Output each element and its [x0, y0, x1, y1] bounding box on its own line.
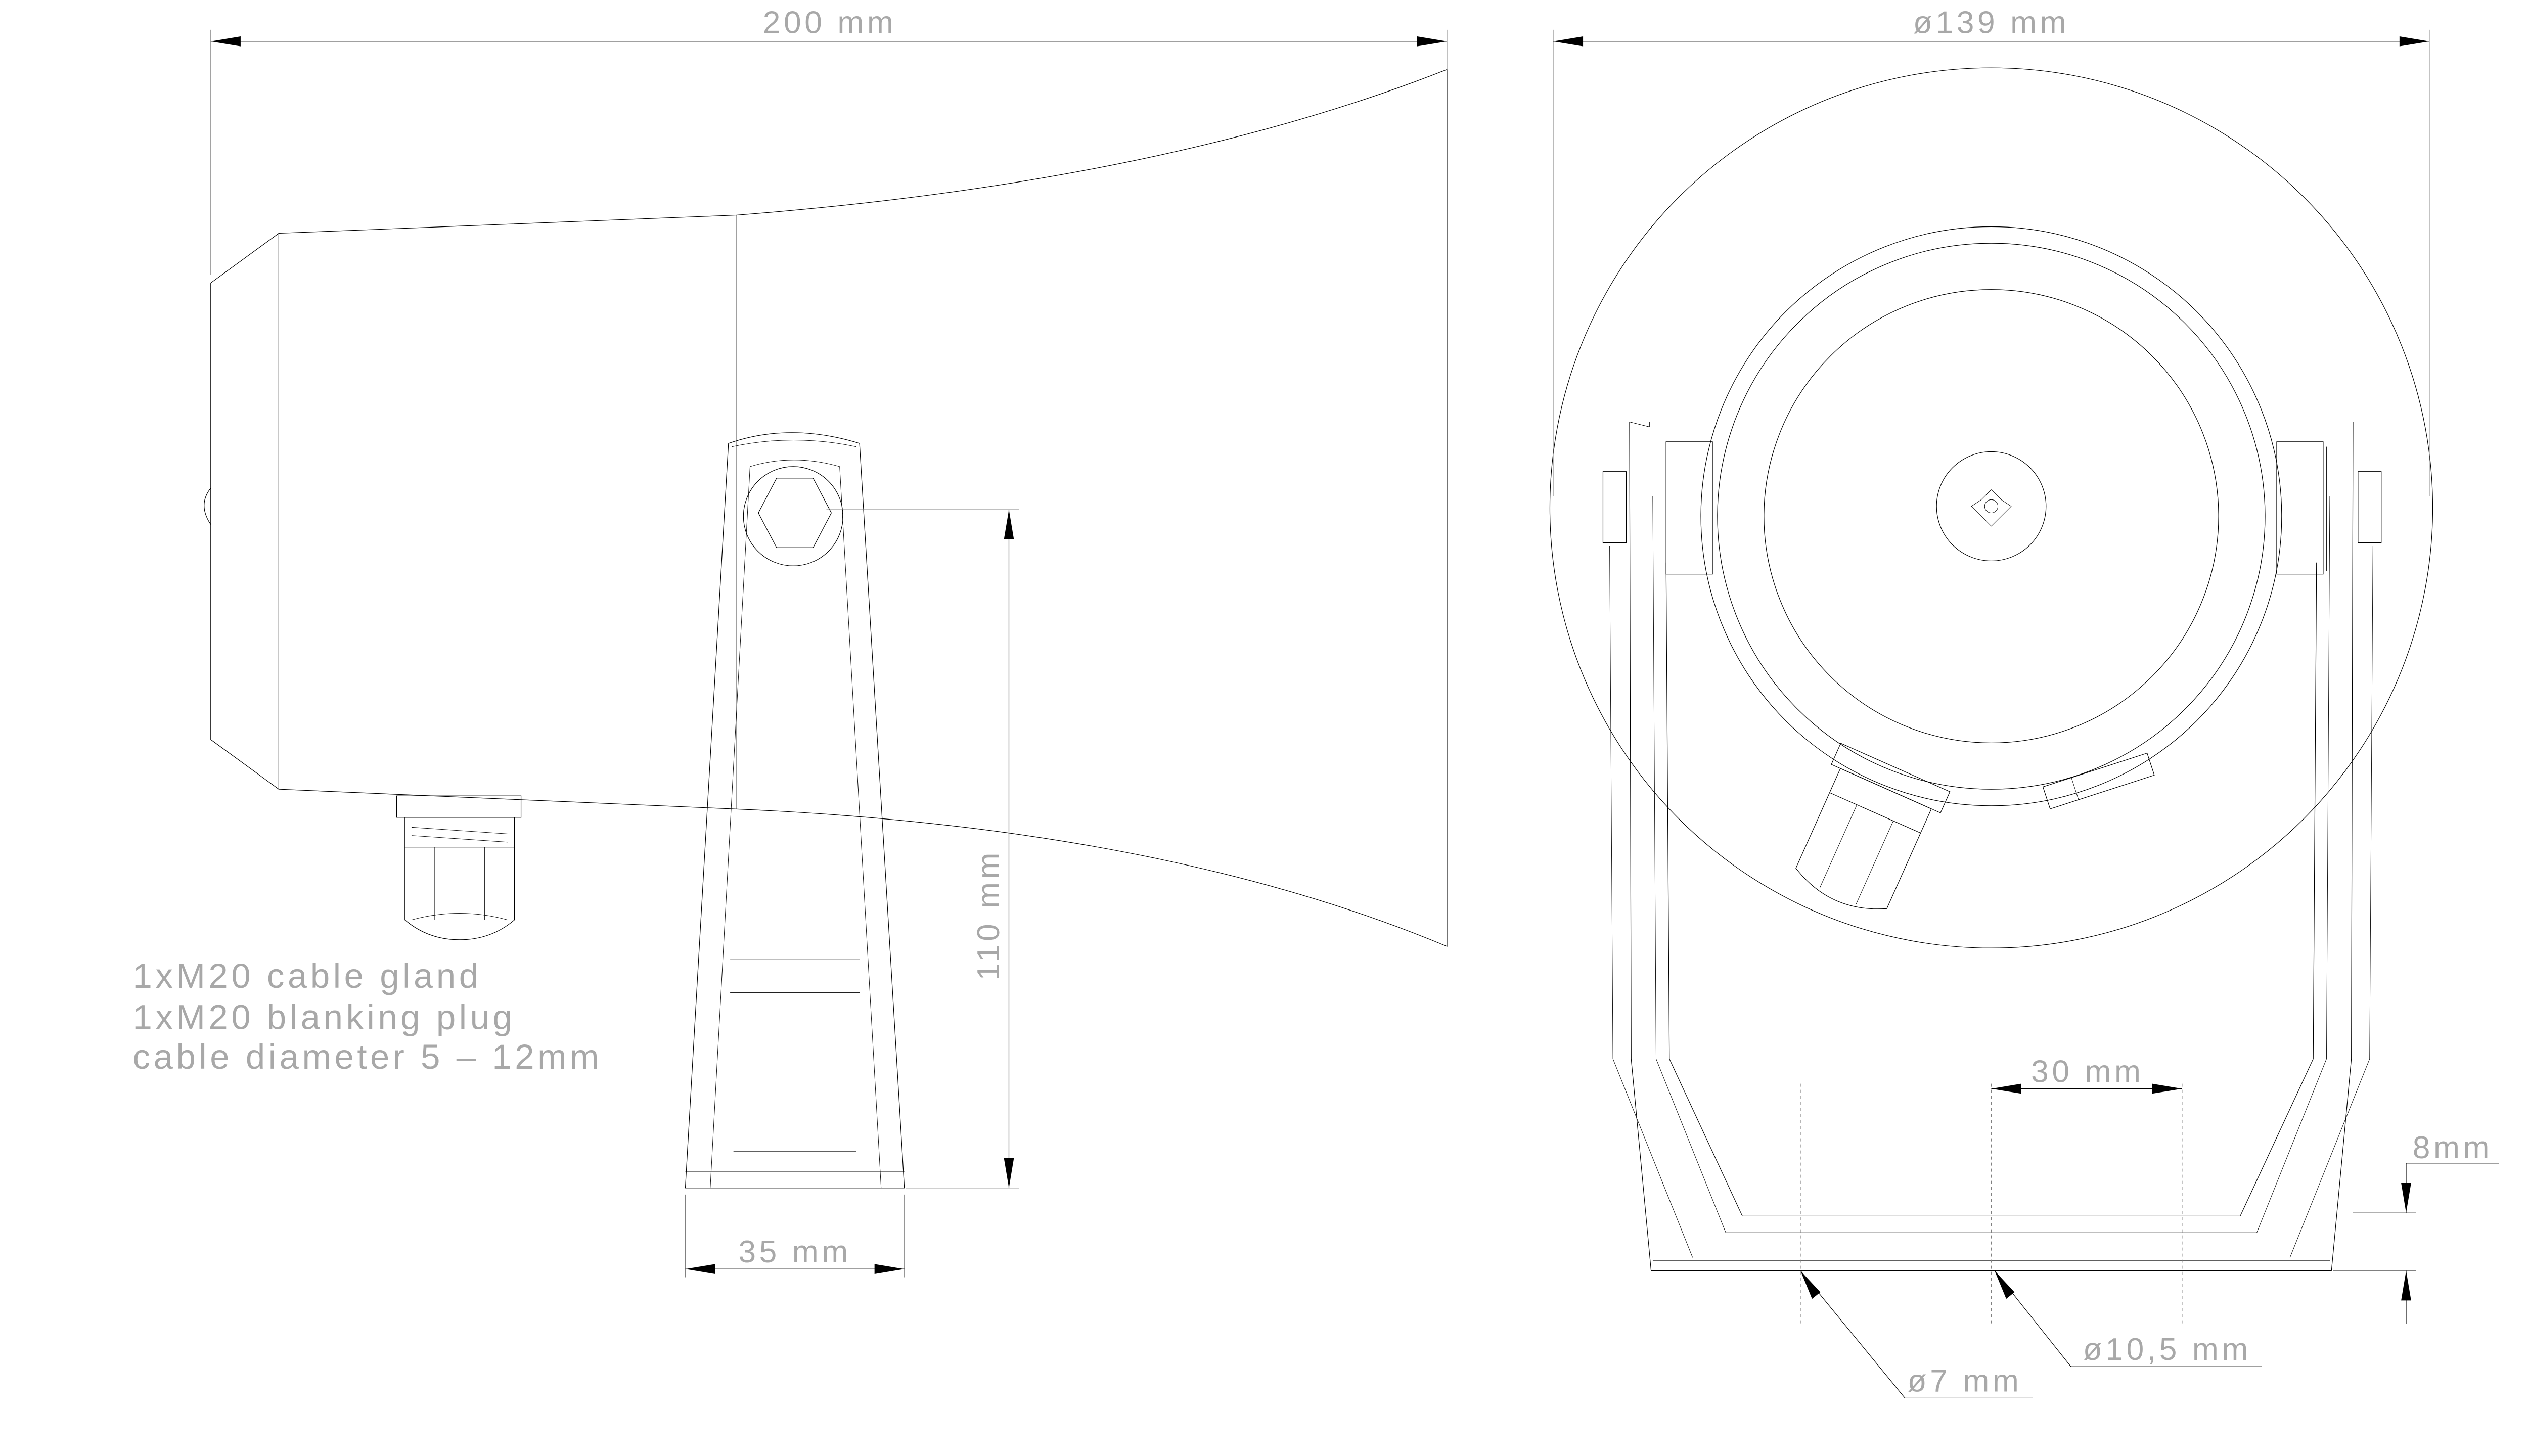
dimension-bracket-width: 35 mm: [685, 1195, 904, 1278]
u-bracket-inner: [1666, 563, 2317, 1216]
cable-gland-front: [1781, 743, 1950, 925]
dimension-overall-length-label: 200 mm: [763, 6, 897, 40]
blanking-plug-front: [2043, 753, 2154, 809]
dimension-hole-large-label: ø10,5 mm: [2083, 1332, 2251, 1367]
dimension-hole-small-label: ø7 mm: [1908, 1363, 2022, 1398]
pivot-nut-left: [1603, 472, 1626, 543]
dimension-bracket-width-label: 35 mm: [738, 1235, 851, 1269]
note-line-1: 1xM20 cable gland: [133, 957, 482, 995]
center-cap: [1936, 451, 2046, 561]
dimension-hole-small: ø7 mm: [1800, 1270, 2033, 1398]
dimension-mount-height: 110 mm: [826, 510, 1019, 1188]
note-line-2: 1xM20 blanking plug: [133, 998, 516, 1037]
pivot-spacer-right: [2277, 442, 2323, 574]
pivot-nut-right: [2358, 472, 2381, 543]
pivot-spacer-left: [1666, 442, 1712, 574]
dimension-diameter: ø139 mm: [1553, 6, 2429, 496]
note-line-3: cable diameter 5 – 12mm: [133, 1037, 603, 1076]
horn-rim: [1550, 68, 2432, 948]
front-view: [1550, 68, 2432, 1270]
horn-flare: [737, 69, 1447, 946]
driver-ring-inner: [1764, 290, 2219, 743]
bracket-side: [685, 433, 904, 1188]
u-bracket-outer: [1630, 422, 2353, 1271]
cable-notes: 1xM20 cable gland 1xM20 blanking plug ca…: [133, 957, 603, 1076]
motor-housing: [279, 215, 737, 809]
side-view: [204, 69, 1447, 1188]
dimension-bracket-thickness: 8mm: [2333, 1130, 2499, 1324]
dimension-overall-length: 200 mm: [211, 6, 1447, 275]
dimension-bracket-thickness-label: 8mm: [2413, 1130, 2493, 1165]
dimension-mount-height-label: 110 mm: [971, 849, 1006, 980]
dimension-hole-spacing-label: 30 mm: [2031, 1054, 2144, 1089]
driver-ring-middle: [1718, 243, 2265, 789]
dimension-hole-spacing: 30 mm: [1800, 1054, 2182, 1324]
rear-cap: [211, 233, 279, 789]
dimension-diameter-label: ø139 mm: [1913, 6, 2069, 40]
rear-knob: [204, 488, 211, 524]
torx-screw-icon: [1971, 490, 2011, 526]
cable-gland: [396, 796, 521, 940]
driver-ring-outer: [1701, 226, 2282, 805]
dimension-hole-large: ø10,5 mm: [1995, 1270, 2262, 1367]
